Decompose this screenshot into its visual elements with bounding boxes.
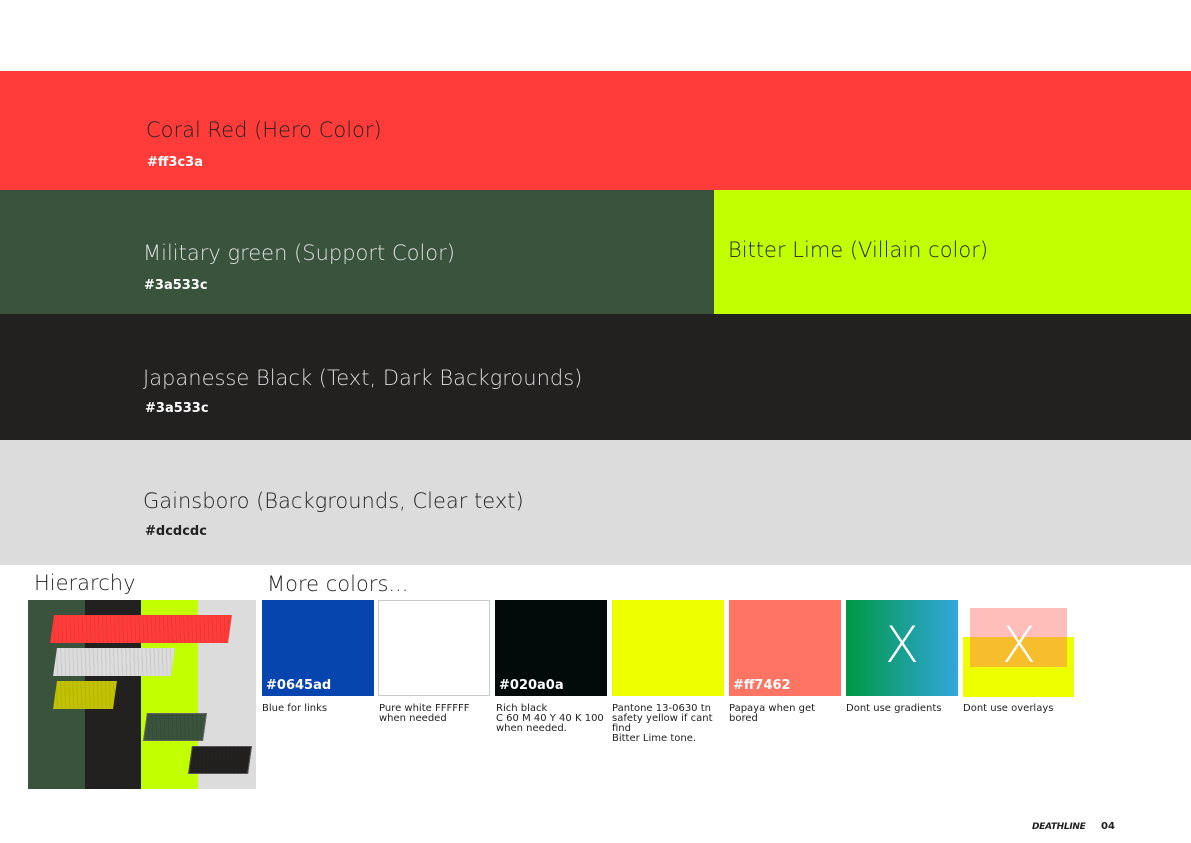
swatch-rich-black: #020a0a bbox=[495, 600, 607, 696]
hierarchy-bar-red bbox=[50, 615, 232, 643]
gainsboro-band: Gainsboro (Backgrounds, Clear text) #dcd… bbox=[0, 440, 1191, 565]
swatch-white bbox=[378, 600, 490, 696]
swatch-blue: #0645ad bbox=[262, 600, 374, 696]
band-hex: #3a533c bbox=[144, 278, 208, 293]
band-title: Bitter Lime (Villain color) bbox=[728, 238, 989, 262]
band-hex: #ff3c3a bbox=[147, 155, 203, 170]
swatch-overlay-dont: X bbox=[963, 600, 1075, 698]
hierarchy-label: Hierarchy bbox=[34, 571, 136, 595]
band-title: Coral Red (Hero Color) bbox=[146, 118, 382, 142]
swatch-safety-yellow bbox=[612, 600, 724, 696]
band-hex: #3a533c bbox=[145, 401, 209, 416]
swatch-caption: Rich black C 60 M 40 Y 40 K 100 when nee… bbox=[496, 703, 604, 734]
band-title: Military green (Support Color) bbox=[143, 241, 455, 265]
hierarchy-bar-grey bbox=[53, 648, 175, 676]
footer-logo: DEATHLINE bbox=[1032, 822, 1086, 832]
military-green-band: Military green (Support Color) #3a533c bbox=[0, 190, 714, 314]
hierarchy-bar-lime bbox=[53, 681, 117, 709]
swatch-caption: Papaya when get bored bbox=[729, 703, 816, 724]
band-title: Japanesse Black (Text, Dark Backgrounds) bbox=[143, 366, 583, 390]
band-hex: #dcdcdc bbox=[145, 524, 207, 539]
hierarchy-bar-green bbox=[143, 713, 207, 741]
japanese-black-band: Japanesse Black (Text, Dark Backgrounds)… bbox=[0, 314, 1191, 440]
swatch-papaya: #ff7462 bbox=[729, 600, 841, 696]
swatch-caption: Blue for links bbox=[262, 703, 328, 714]
x-mark-icon: X bbox=[1001, 616, 1037, 674]
swatch-caption: Pantone 13-0630 tn safety yellow if cant… bbox=[612, 703, 713, 744]
hierarchy-bar-black bbox=[188, 746, 252, 774]
more-colors-label: More colors... bbox=[267, 572, 409, 596]
swatch-caption: Dont use overlays bbox=[963, 703, 1054, 714]
swatch-caption: Pure white FFFFFF when needed bbox=[379, 703, 470, 724]
bitter-lime-band: Bitter Lime (Villain color) bbox=[714, 190, 1191, 314]
x-mark-icon: X bbox=[884, 616, 920, 674]
coral-red-band: Coral Red (Hero Color) #ff3c3a bbox=[0, 71, 1191, 190]
page-number: 04 bbox=[1101, 821, 1115, 832]
swatch-caption: Dont use gradients bbox=[846, 703, 942, 714]
hierarchy-illustration bbox=[28, 600, 256, 789]
swatch-gradient-dont: X bbox=[846, 600, 958, 696]
band-title: Gainsboro (Backgrounds, Clear text) bbox=[143, 489, 524, 513]
